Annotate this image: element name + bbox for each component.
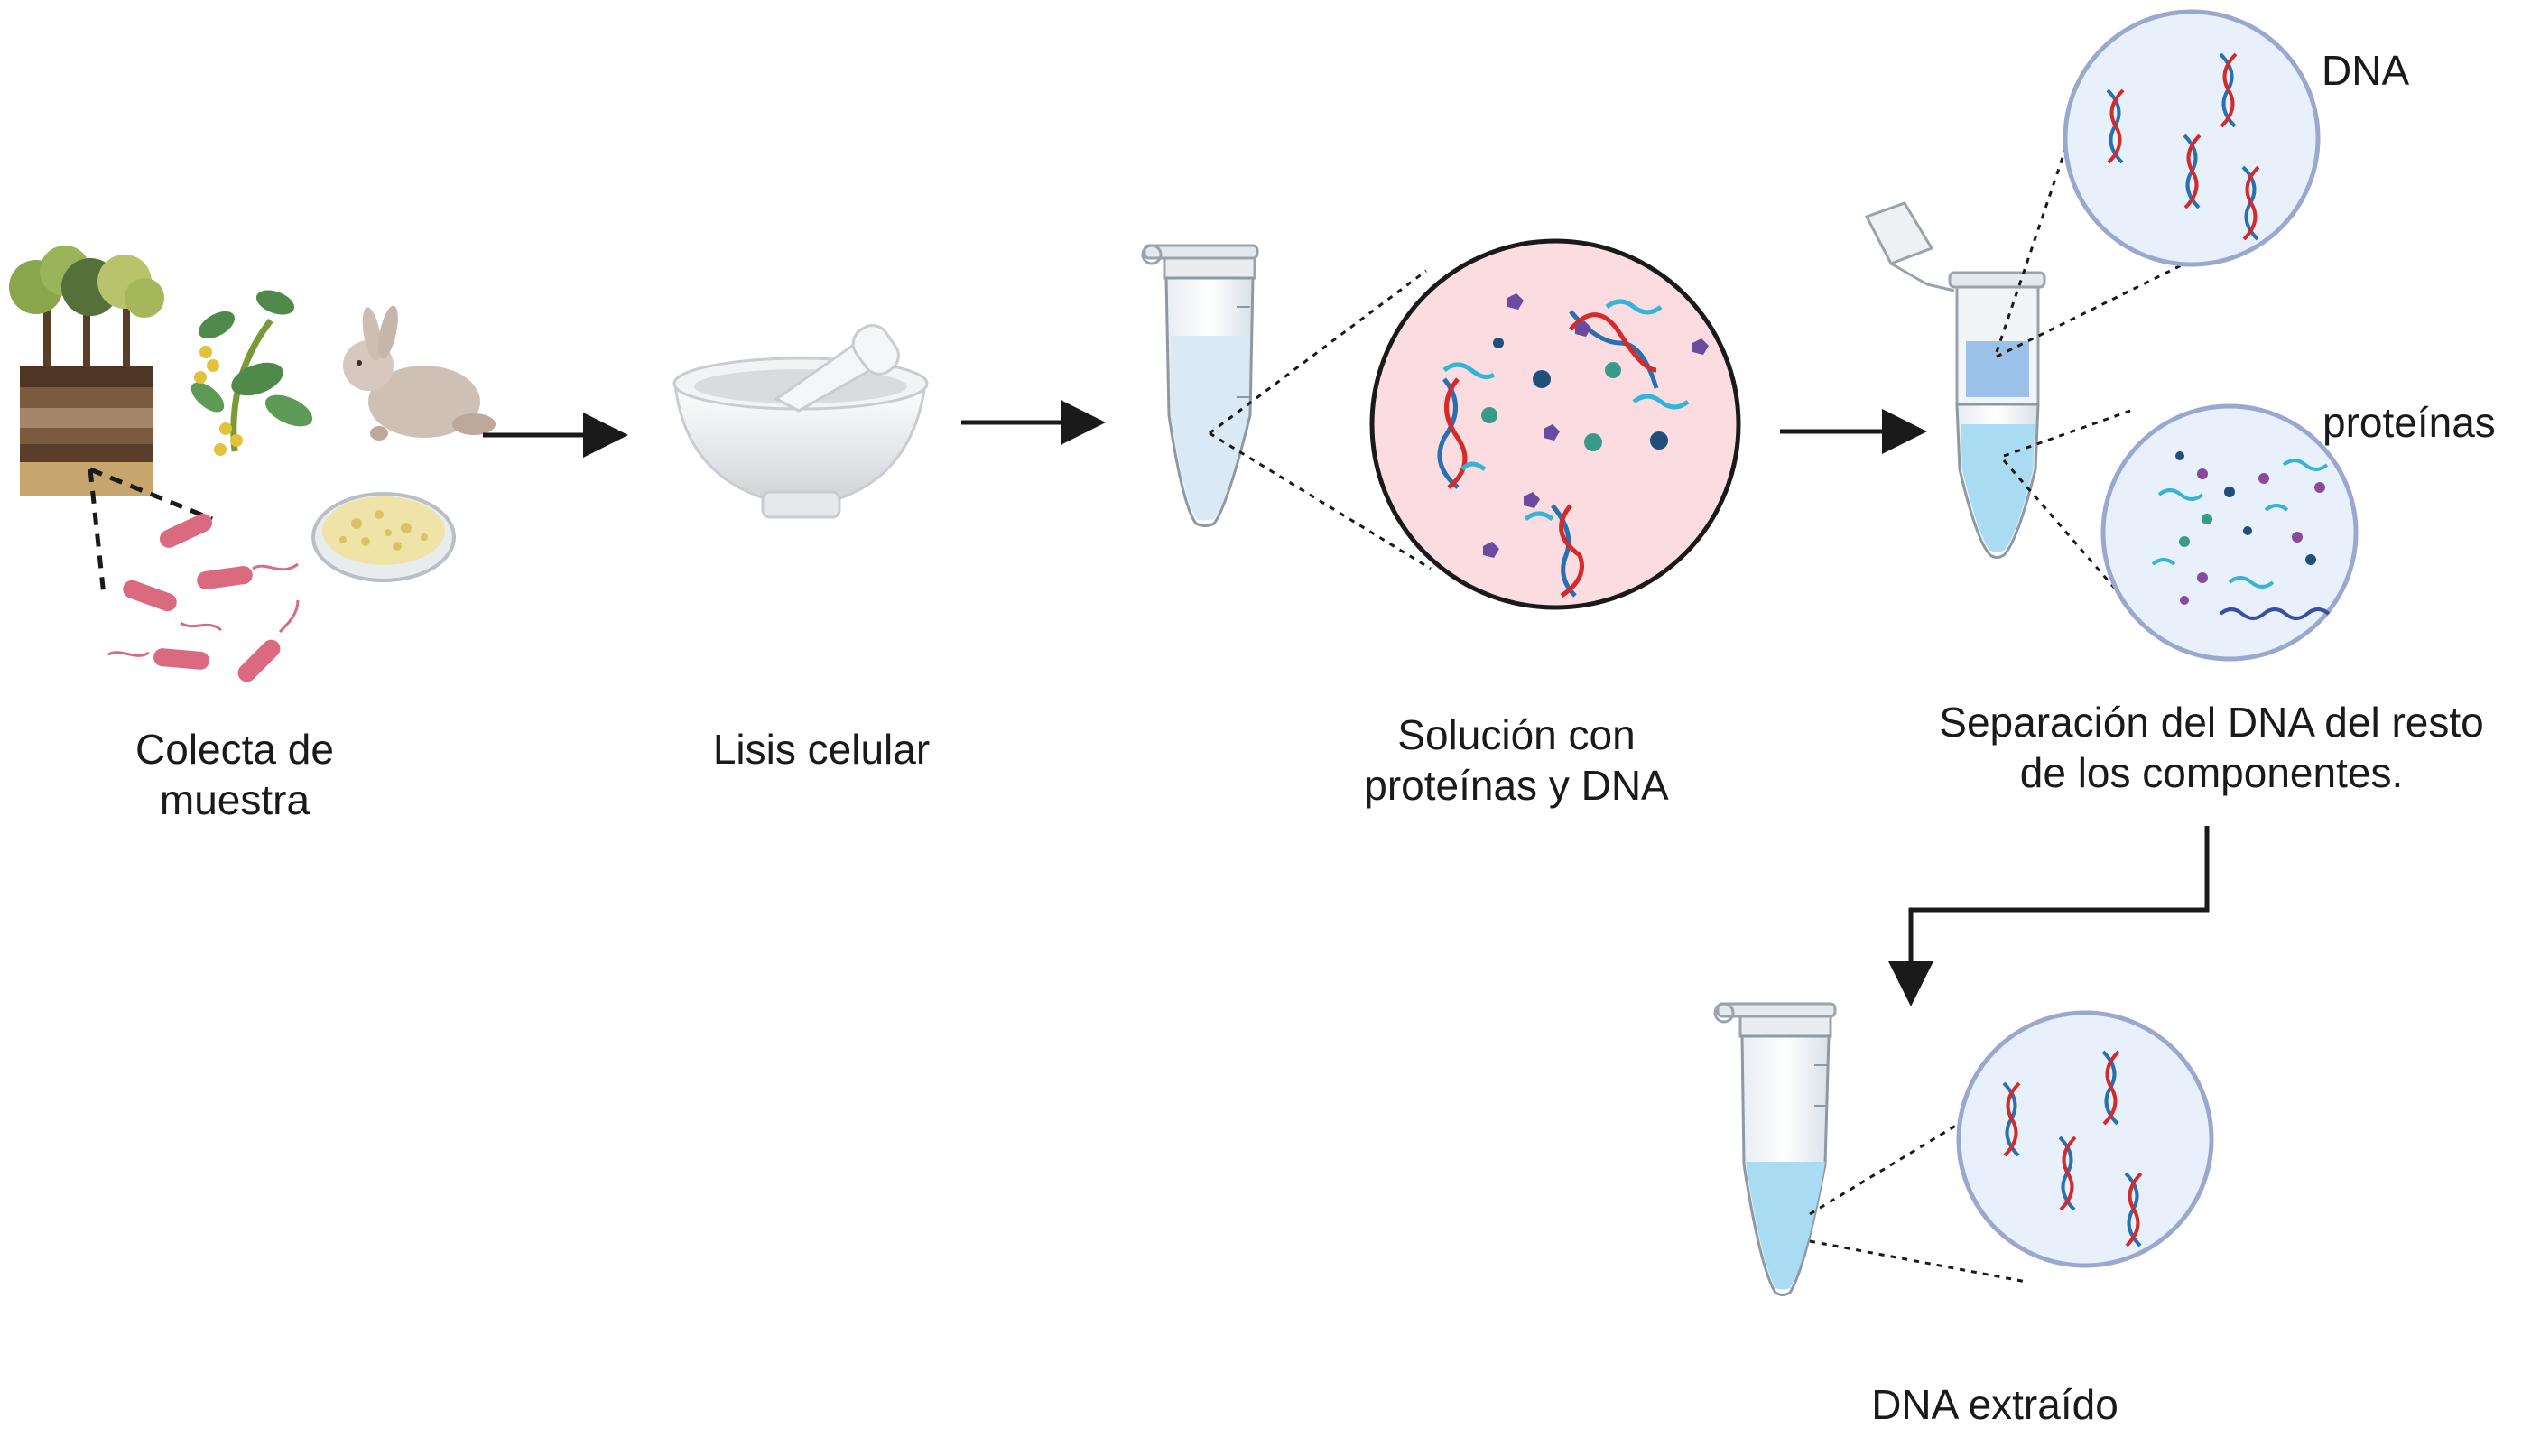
label-sample-collection: Colecta de muestra: [99, 724, 370, 825]
dna-zoom-circle: [2063, 9, 2321, 267]
label-separation-line1: Separación del DNA del resto: [1939, 699, 2484, 746]
mortar-pestle-icon: [672, 323, 929, 519]
soil-trees-icon: [9, 246, 164, 496]
arrow-elbow: [1888, 826, 2210, 1006]
dna-extracted-circle: [1956, 1010, 2214, 1268]
bacteria-icon: [88, 467, 300, 682]
label-sample-collection-line1: Colecta de: [135, 726, 334, 773]
label-solution-line2: proteínas y DNA: [1364, 762, 1669, 809]
label-cell-lysis: Lisis celular: [712, 726, 931, 773]
protein-icon: [1442, 299, 1690, 522]
label-separation-line2: de los componentes.: [2019, 749, 2404, 796]
label-separation: Separación del DNA del resto de los comp…: [1896, 697, 2527, 798]
label-sample-collection-line2: muestra: [159, 776, 311, 823]
label-protein-zoom: proteínas: [2322, 399, 2496, 446]
microtube-icon: [1141, 244, 1259, 527]
label-solution-line1: Solución con: [1397, 711, 1636, 758]
protein-zoom-circle: [2100, 403, 2359, 662]
rabbit-icon: [343, 305, 496, 441]
label-extracted: DNA extraído: [1871, 1381, 2118, 1428]
plant-icon: [190, 290, 313, 456]
spin-column-icon: [1864, 201, 2046, 559]
microtube-extracted-icon: [1713, 1002, 1837, 1296]
label-dna-zoom: DNA: [2322, 47, 2410, 94]
solution-circle: [1369, 238, 1741, 610]
petri-dish-icon: [311, 492, 456, 582]
label-solution: Solución con proteínas y DNA: [1336, 709, 1697, 811]
